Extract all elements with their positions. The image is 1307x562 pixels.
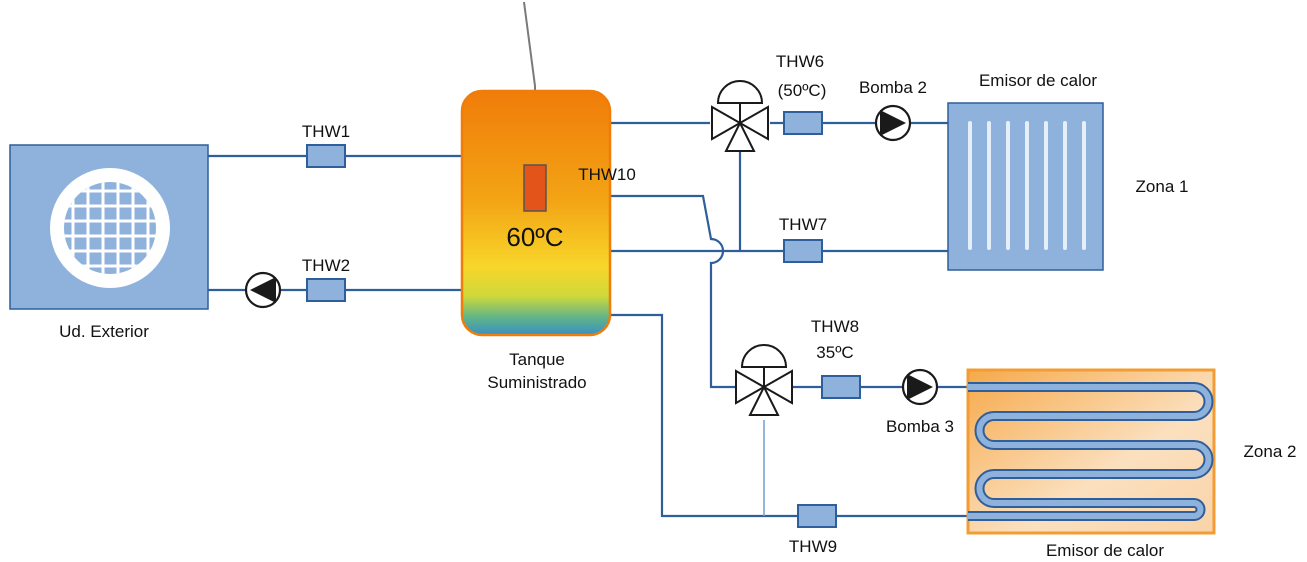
tank-label-line1: Tanque [509, 350, 565, 369]
radiator-fins-icon [968, 121, 1086, 250]
supply-tank[interactable] [460, 89, 612, 337]
tank-body [460, 89, 612, 337]
tank-label-line2: Suministrado [487, 373, 586, 392]
tank-temperature: 60ºC [506, 222, 563, 252]
pump-3-icon[interactable] [901, 368, 939, 406]
thw7-label: THW7 [779, 215, 827, 234]
zone2-emitter-label: Emisor de calor [1046, 541, 1164, 560]
zone2-label: Zona 2 [1244, 442, 1297, 461]
thw6-label: THW6 [776, 52, 824, 71]
pump-3-label: Bomba 3 [886, 417, 954, 436]
fan-guard [64, 182, 156, 274]
pipe-zone2-return [610, 313, 968, 518]
thw7-sensor[interactable] [783, 239, 823, 263]
zone2-floor-heating[interactable] [966, 368, 1216, 535]
zone1-radiator[interactable] [947, 102, 1104, 271]
thw6-setpoint: (50ºC) [778, 81, 827, 100]
outdoor-unit[interactable] [9, 144, 209, 310]
pump-outdoor-icon[interactable] [244, 271, 282, 309]
thw8-setpoint: 35ºC [816, 343, 853, 362]
zone1-emitter-label: Emisor de calor [979, 71, 1097, 90]
floor-coil-icon [968, 384, 1212, 519]
thw1-label: THW1 [302, 122, 350, 141]
thw1-sensor[interactable] [306, 144, 346, 168]
mixing-valve-zone2-icon[interactable] [735, 344, 793, 416]
thw6-sensor[interactable] [783, 111, 823, 135]
outdoor-unit-label: Ud. Exterior [59, 322, 149, 341]
mixing-valve-zone1-icon[interactable] [711, 80, 769, 152]
pump-2-icon[interactable] [874, 104, 912, 142]
floor-heating-panel [966, 368, 1216, 535]
pipe-thw10-to-valve2 [610, 194, 736, 389]
thw8-sensor[interactable] [821, 375, 861, 399]
thw9-sensor[interactable] [797, 504, 837, 528]
thw8-label: THW8 [811, 317, 859, 336]
thw9-label: THW9 [789, 537, 837, 556]
pump-2-label: Bomba 2 [859, 78, 927, 97]
thw10-label: THW10 [578, 165, 636, 184]
thw2-label: THW2 [302, 256, 350, 275]
tank-heater-icon [523, 164, 547, 212]
thw2-sensor[interactable] [306, 278, 346, 302]
zone1-label: Zona 1 [1136, 177, 1189, 196]
